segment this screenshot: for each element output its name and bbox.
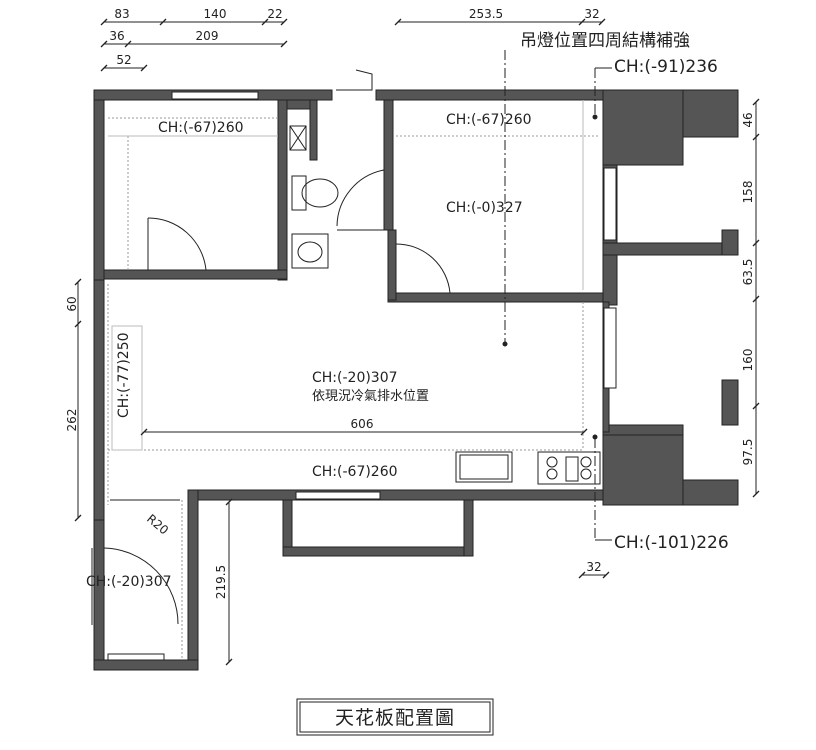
dim-635: 63.5 — [741, 259, 755, 286]
dim-22: 22 — [267, 7, 282, 21]
windows — [107, 91, 617, 661]
dim-52: 52 — [116, 53, 131, 67]
main-note: 依現況冷氣排水位置 — [312, 389, 429, 404]
main-height: CH:(-20)307 — [312, 370, 398, 386]
bottom-right-height: CH:(-101)226 — [614, 533, 729, 553]
drawing-title: 天花板配置圖 — [335, 707, 455, 729]
dim-2195: 219.5 — [214, 565, 228, 599]
ceiling-outlines — [107, 117, 600, 660]
walls — [93, 89, 739, 671]
point-top-right — [592, 114, 598, 120]
dim-32-bottom: 32 — [586, 560, 601, 574]
dim-32-top: 32 — [584, 7, 599, 21]
dim-36: 36 — [109, 29, 124, 43]
entry-height: CH:(-20)307 — [86, 574, 172, 590]
radius-r20: R20 — [144, 512, 171, 538]
fixtures — [289, 125, 601, 485]
kitchen-height: CH:(-67)260 — [312, 464, 398, 480]
dimension-ticks — [74, 18, 760, 666]
dim-60: 60 — [65, 296, 79, 311]
dim-2535: 253.5 — [469, 7, 503, 21]
dim-140: 140 — [204, 7, 227, 21]
point-bottom-right — [592, 434, 598, 440]
chandelier-point — [502, 341, 508, 347]
doors — [91, 69, 451, 625]
dim-262: 262 — [65, 409, 79, 432]
dimension-lines — [77, 21, 757, 662]
living-height: CH:(-0)327 — [446, 200, 523, 216]
top-right-room-height: CH:(-67)260 — [446, 112, 532, 128]
dim-158: 158 — [741, 181, 755, 204]
dim-606: 606 — [351, 417, 374, 431]
soffit-lines — [108, 100, 584, 451]
dim-160: 160 — [741, 349, 755, 372]
left-soffit-height: CH:(-77)250 — [116, 332, 132, 418]
dim-83: 83 — [114, 7, 129, 21]
dim-975: 97.5 — [741, 439, 755, 466]
title-block: 天花板配置圖 — [296, 698, 494, 736]
top-right-height: CH:(-91)236 — [614, 57, 718, 77]
dim-209: 209 — [196, 29, 219, 43]
dim-46: 46 — [741, 112, 755, 127]
leader-lines — [504, 50, 612, 541]
bedroom-height: CH:(-67)260 — [158, 120, 244, 136]
chandelier-note: 吊燈位置四周結構補強 — [520, 31, 690, 51]
